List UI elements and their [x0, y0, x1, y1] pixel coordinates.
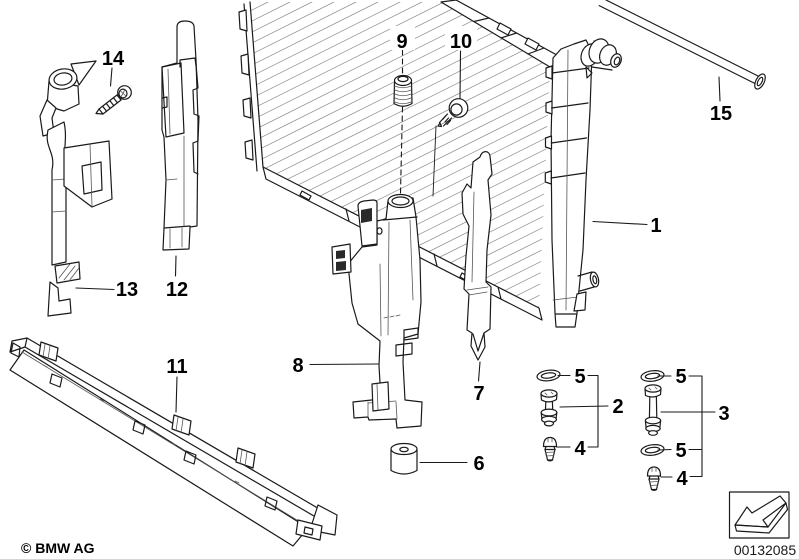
mounting-bracket-part-8	[331, 193, 423, 429]
callout-13[interactable]: 13	[116, 279, 138, 301]
leader-lines	[75, 49, 721, 478]
fastener-group-right	[640, 370, 665, 491]
callout-15[interactable]: 15	[710, 103, 732, 125]
callout-2[interactable]: 2	[612, 396, 623, 418]
callout-3[interactable]: 3	[718, 403, 729, 425]
callout-9[interactable]: 9	[396, 31, 407, 53]
screw-part-14	[95, 85, 132, 115]
copyright-text: © BMW AG	[21, 540, 95, 556]
bracket-part-12	[161, 20, 200, 251]
plug-part-4-right	[646, 466, 662, 491]
bolt-part-2	[540, 389, 558, 427]
radiator-part-1	[238, 0, 622, 328]
callout-1[interactable]: 1	[650, 215, 661, 237]
o-ring-5-right-top	[640, 370, 665, 382]
callout-11[interactable]: 11	[166, 356, 187, 378]
direction-box-frame	[728, 491, 790, 539]
callout-12[interactable]: 12	[166, 279, 188, 301]
callout-5-right-top[interactable]: 5	[675, 366, 686, 388]
plug-part-4-left	[542, 436, 558, 462]
image-number: 00132085	[734, 542, 797, 558]
callout-8[interactable]: 8	[292, 355, 303, 377]
bracket-part-7	[461, 151, 493, 361]
radiator-top-frame	[440, 0, 567, 68]
bolt-part-3	[644, 384, 662, 436]
callout-10[interactable]: 10	[450, 31, 472, 53]
air-duct-rail-part-11	[9, 337, 338, 547]
radiator-filler-neck	[580, 38, 622, 79]
callout-4-left[interactable]: 4	[574, 438, 586, 460]
rubber-plug-part-9	[393, 74, 413, 107]
label-halo	[390, 26, 415, 50]
callout-6[interactable]: 6	[473, 453, 484, 475]
o-ring-5-right-mid	[640, 444, 665, 456]
callout-5-left[interactable]: 5	[574, 366, 585, 388]
bracket-part-13	[39, 60, 113, 317]
radiator-right-tank	[544, 39, 600, 328]
o-ring-5-left	[536, 369, 561, 382]
screw-part-10	[437, 98, 469, 128]
callout-4-right[interactable]: 4	[676, 468, 688, 490]
label-halo	[445, 26, 477, 50]
radiator-left-channel	[238, 1, 264, 172]
callout-7[interactable]: 7	[473, 383, 484, 405]
direction-arrow-icon	[734, 495, 789, 534]
callout-14[interactable]: 14	[102, 48, 125, 70]
callout-5-right-mid[interactable]: 5	[675, 440, 686, 462]
callout-labels: 1 2 3 4 4 5 5 5 6 7 8 9 10 11 12 13 14 1…	[102, 26, 732, 490]
rubber-bushing-part-6	[390, 442, 418, 475]
viewing-direction-box	[728, 491, 790, 539]
overflow-tube-part-15	[598, 0, 766, 90]
fastener-group-left	[536, 369, 561, 462]
